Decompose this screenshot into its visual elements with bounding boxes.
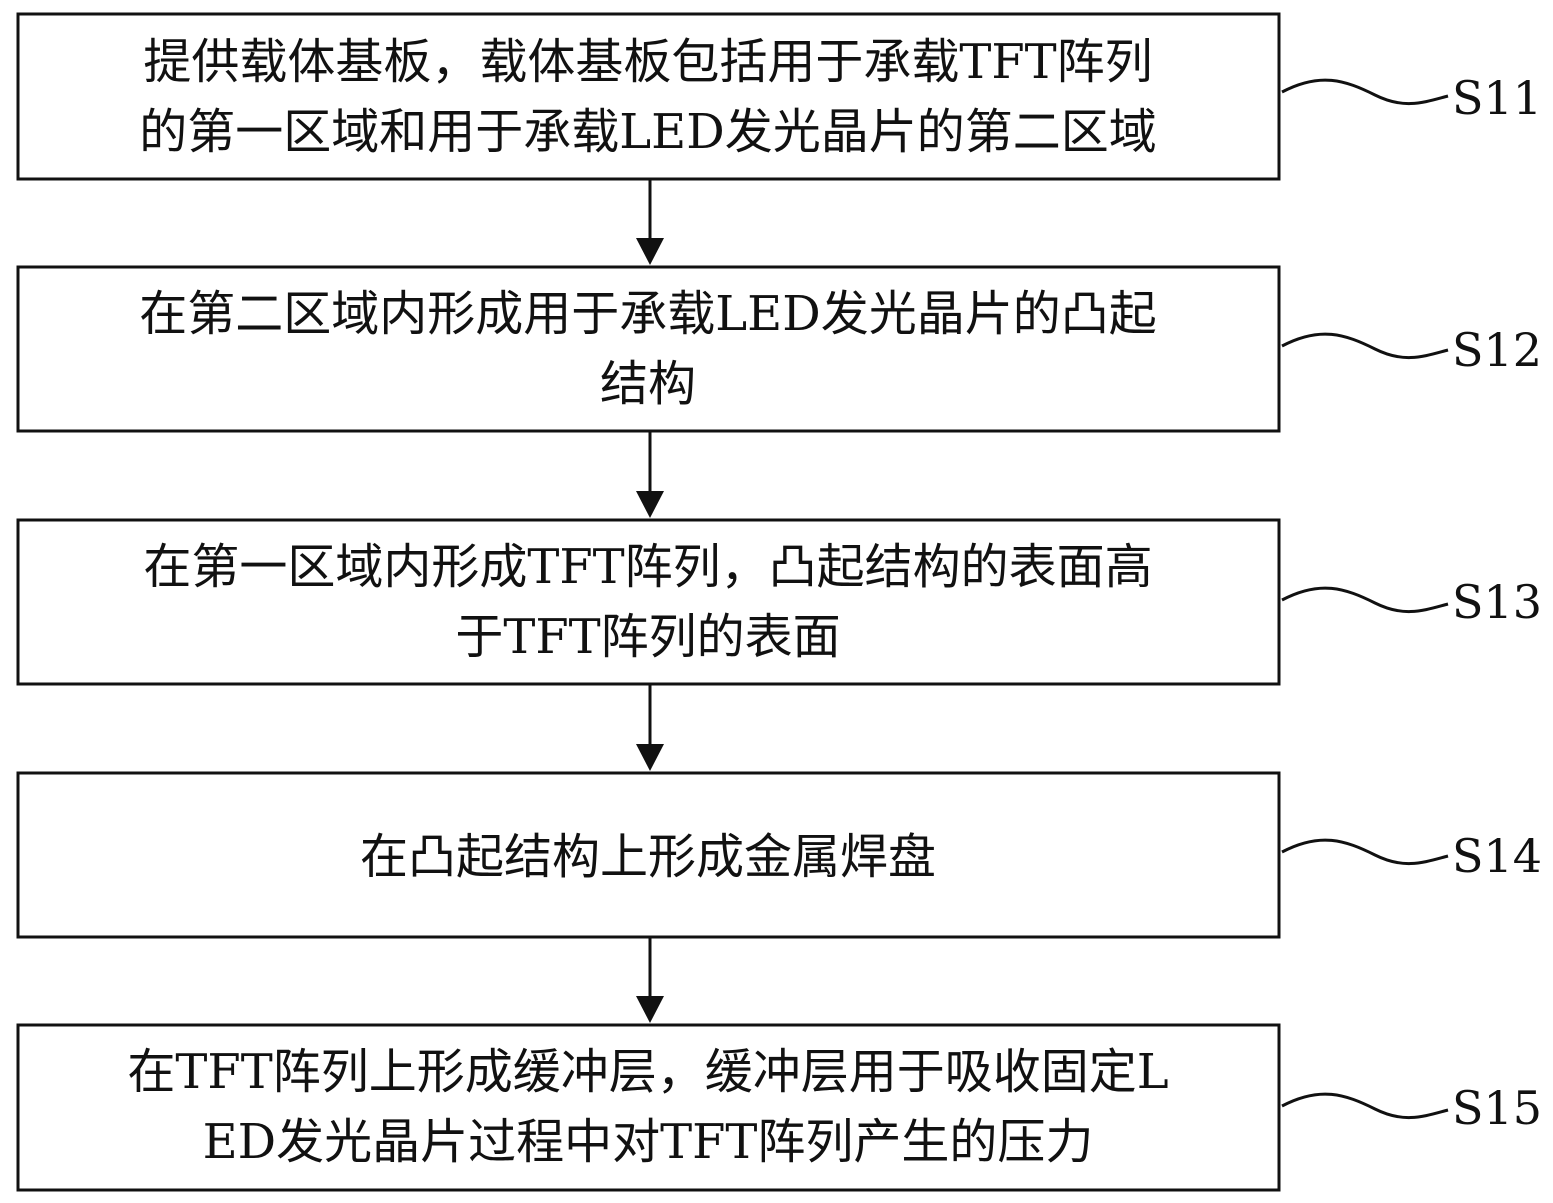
leader-line [1281, 1092, 1449, 1120]
step-s13: 在第一区域内形成TFT阵列，凸起结构的表面高 于TFT阵列的表面 S13 [16, 518, 1542, 686]
step-text-line: 在TFT阵列上形成缓冲层，缓冲层用于吸收固定L [127, 1044, 1168, 1100]
step-text-line: 在凸起结构上形成金属焊盘 [360, 829, 936, 885]
step-label: S14 [1452, 829, 1542, 883]
step-text-line: ED发光晶片过程中对TFT阵列产生的压力 [203, 1114, 1094, 1170]
step-box [16, 12, 1281, 181]
step-label: S12 [1452, 323, 1542, 377]
step-label: S11 [1452, 71, 1542, 125]
step-box [16, 1023, 1281, 1192]
step-label: S15 [1452, 1081, 1542, 1135]
leader-line [1281, 586, 1449, 614]
step-text-line: 在第一区域内形成TFT阵列，凸起结构的表面高 [143, 539, 1152, 595]
arrow-down [636, 937, 664, 1023]
step-box [16, 265, 1281, 433]
step-text-line: 结构 [600, 356, 696, 412]
step-s14: 在凸起结构上形成金属焊盘 S14 [16, 771, 1542, 939]
step-box [16, 771, 1281, 939]
step-s15: 在TFT阵列上形成缓冲层，缓冲层用于吸收固定L ED发光晶片过程中对TFT阵列产… [16, 1023, 1542, 1192]
arrow-down [636, 684, 664, 771]
step-s12: 在第二区域内形成用于承载LED发光晶片的凸起 结构 S12 [16, 265, 1542, 433]
step-box [16, 518, 1281, 686]
arrow-down [636, 179, 664, 265]
step-text-line: 的第一区域和用于承载LED发光晶片的第二区域 [139, 104, 1156, 160]
step-text-line: 于TFT阵列的表面 [455, 609, 840, 665]
step-label: S13 [1452, 575, 1542, 629]
step-text-line: 在第二区域内形成用于承载LED发光晶片的凸起 [139, 286, 1156, 342]
arrow-down [636, 431, 664, 518]
step-s11: 提供载体基板，载体基板包括用于承载TFT阵列 的第一区域和用于承载LED发光晶片… [16, 12, 1542, 181]
leader-line [1281, 78, 1449, 106]
leader-line [1281, 332, 1449, 360]
leader-line [1281, 838, 1449, 866]
step-text-line: 提供载体基板，载体基板包括用于承载TFT阵列 [143, 34, 1152, 90]
